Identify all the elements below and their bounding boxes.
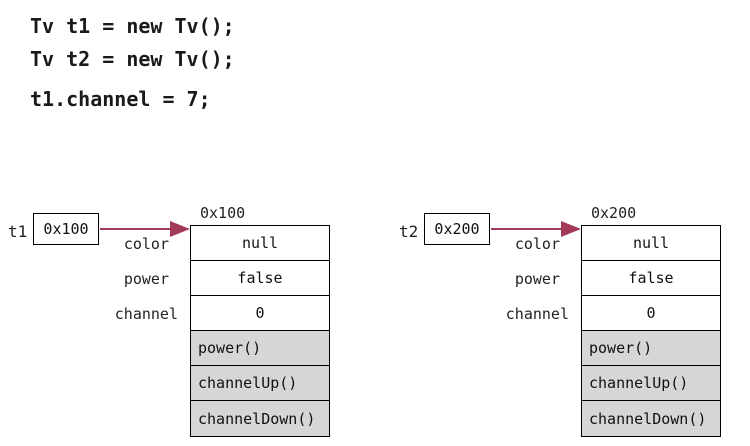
method-power-1: power() bbox=[191, 331, 329, 366]
field-value-power-2: false bbox=[582, 261, 720, 296]
field-name-color-2: color bbox=[514, 235, 560, 253]
field-name-channel-2: channel bbox=[505, 305, 569, 323]
field-value-channel-2: 0 bbox=[582, 296, 720, 331]
field-name-power-2: power bbox=[514, 270, 560, 288]
method-channelup-2: channelUp() bbox=[582, 366, 720, 401]
code-line-3: t1.channel = 7; bbox=[30, 87, 211, 111]
field-value-power-1: false bbox=[191, 261, 329, 296]
object-box-t2: null false 0 power() channelUp() channel… bbox=[581, 225, 721, 437]
code-line-1: Tv t1 = new Tv(); bbox=[30, 14, 235, 38]
ref-box-t2: 0x200 bbox=[424, 213, 490, 245]
var-label-t2: t2 bbox=[399, 222, 419, 241]
method-channeldown-1: channelDown() bbox=[191, 401, 329, 436]
object-box-t1: null false 0 power() channelUp() channel… bbox=[190, 225, 330, 437]
var-label-t1: t1 bbox=[8, 222, 28, 241]
field-value-channel-1: 0 bbox=[191, 296, 329, 331]
code-line-2: Tv t2 = new Tv(); bbox=[30, 47, 235, 71]
field-name-power-1: power bbox=[123, 270, 169, 288]
address-label-t2: 0x200 bbox=[591, 204, 637, 222]
address-label-t1: 0x100 bbox=[200, 204, 246, 222]
method-power-2: power() bbox=[582, 331, 720, 366]
field-name-color-1: color bbox=[123, 235, 169, 253]
method-channeldown-2: channelDown() bbox=[582, 401, 720, 436]
field-value-color-2: null bbox=[582, 226, 720, 261]
ref-box-t1: 0x100 bbox=[33, 213, 99, 245]
method-channelup-1: channelUp() bbox=[191, 366, 329, 401]
field-value-color-1: null bbox=[191, 226, 329, 261]
field-name-channel-1: channel bbox=[114, 305, 178, 323]
